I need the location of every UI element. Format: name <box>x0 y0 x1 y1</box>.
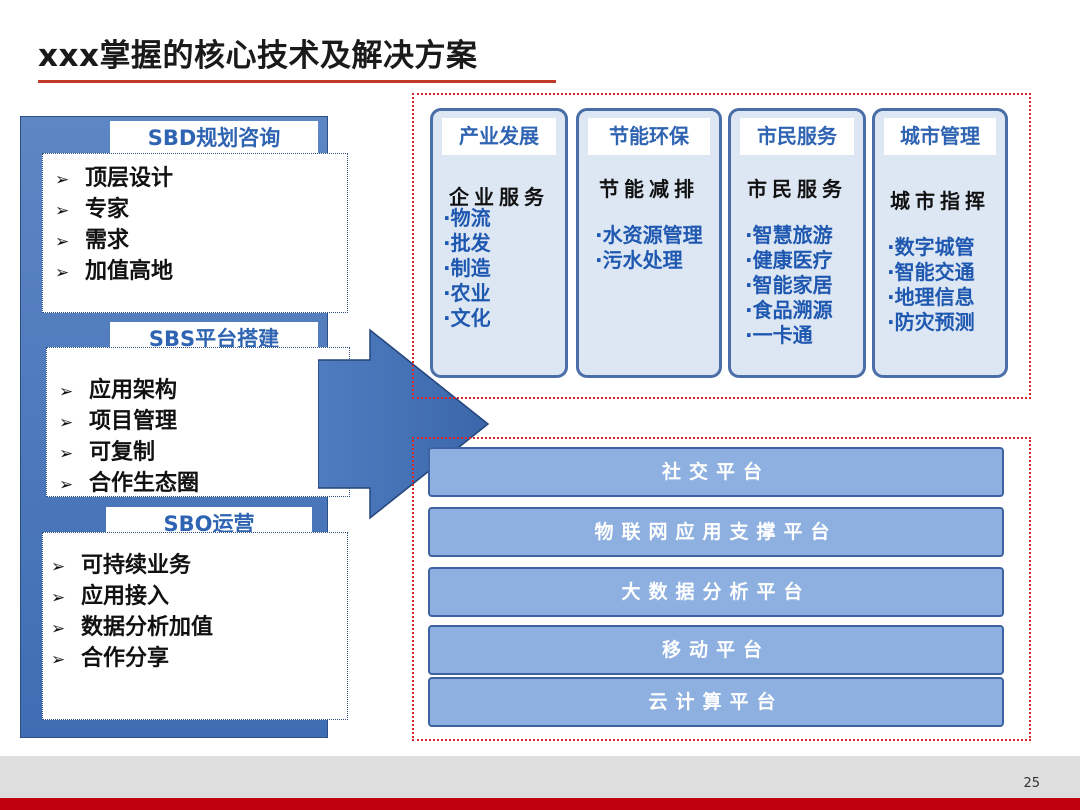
card-subtitle: 市民服务 <box>747 177 847 201</box>
card-item-list: ·智慧旅游 ·健康医疗 ·智能家居 ·食品溯源 ·一卡通 <box>731 223 863 348</box>
list-item: ➢加值高地 <box>55 257 347 288</box>
card-heading: 城市管理 <box>884 118 996 155</box>
footer-band <box>0 756 1080 798</box>
card-subtitle: 企业服务 <box>449 185 549 209</box>
arrow-bullet-icon: ➢ <box>51 619 66 639</box>
list-item: ·数字城管 <box>887 235 975 259</box>
arrow-bullet-icon: ➢ <box>59 382 74 402</box>
section-box-sbo: ➢可持续业务 ➢应用接入 ➢数据分析加值 ➢合作分享 <box>42 532 348 720</box>
list-item: ·一卡通 <box>745 323 813 347</box>
list-item: ➢合作分享 <box>51 644 347 675</box>
list-item: ➢应用架构 <box>59 376 349 407</box>
platform-bar-social: 社交平台 <box>428 447 1004 497</box>
list-item: ·智慧旅游 <box>745 223 833 247</box>
card-subtitle: 节能减排 <box>599 177 699 201</box>
list-item: ·地理信息 <box>887 285 975 309</box>
arrow-bullet-icon: ➢ <box>55 263 70 283</box>
arrow-bullet-icon: ➢ <box>55 201 70 221</box>
title-underline <box>38 80 556 83</box>
arrow-bullet-icon: ➢ <box>55 232 70 252</box>
footer-accent-bar <box>0 798 1080 810</box>
platform-bar-bigdata: 大数据分析平台 <box>428 567 1004 617</box>
arrow-bullet-icon: ➢ <box>51 557 66 577</box>
list-item: ·防灾预测 <box>887 310 975 334</box>
application-area-frame <box>412 93 1031 399</box>
list-item: ·智能家居 <box>745 273 833 297</box>
arrow-bullet-icon: ➢ <box>59 413 74 433</box>
section-heading-sbd: SBD规划咨询 <box>110 121 318 155</box>
card-industry: 产业发展 企业服务 ·物流 ·批发 ·制造 ·农业 ·文化 <box>430 108 568 378</box>
card-item-list: ·物流 ·批发 ·制造 ·农业 ·文化 <box>433 206 565 331</box>
platform-bar-mobile: 移动平台 <box>428 625 1004 675</box>
list-item: ➢顶层设计 <box>55 164 347 195</box>
card-item-list: ·数字城管 ·智能交通 ·地理信息 ·防灾预测 <box>875 235 1005 335</box>
arrow-bullet-icon: ➢ <box>51 588 66 608</box>
platform-bar-iot: 物联网应用支撑平台 <box>428 507 1004 557</box>
page-title: xxx掌握的核心技术及解决方案 <box>38 38 478 74</box>
list-item: ·水资源管理 <box>595 223 703 247</box>
list-item: ➢需求 <box>55 226 347 257</box>
card-heading: 产业发展 <box>442 118 556 155</box>
card-heading: 节能环保 <box>588 118 710 155</box>
list-item: ·文化 <box>443 306 491 330</box>
list-item: ·农业 <box>443 281 491 305</box>
list-item: ➢数据分析加值 <box>51 613 347 644</box>
arrow-bullet-icon: ➢ <box>55 170 70 190</box>
list-item: ➢合作生态圈 <box>59 469 349 500</box>
platform-bar-cloud: 云计算平台 <box>428 677 1004 727</box>
card-item-list: ·水资源管理 ·污水处理 <box>579 223 719 273</box>
arrow-bullet-icon: ➢ <box>51 650 66 670</box>
card-citizen: 市民服务 市民服务 ·智慧旅游 ·健康医疗 ·智能家居 ·食品溯源 ·一卡通 <box>728 108 866 378</box>
section-box-sbs: ➢应用架构 ➢项目管理 ➢可复制 ➢合作生态圈 <box>46 347 350 497</box>
section-box-sbd: ➢顶层设计 ➢专家 ➢需求 ➢加值高地 <box>42 153 348 313</box>
arrow-bullet-icon: ➢ <box>59 444 74 464</box>
page-number: 25 <box>1023 776 1040 791</box>
list-item: ·批发 <box>443 231 491 255</box>
list-item: ·食品溯源 <box>745 298 833 322</box>
list-item: ·污水处理 <box>595 248 683 272</box>
card-subtitle: 城市指挥 <box>890 189 990 213</box>
list-item: ➢项目管理 <box>59 407 349 438</box>
list-item: ➢可复制 <box>59 438 349 469</box>
arrow-bullet-icon: ➢ <box>59 475 74 495</box>
platform-area-frame <box>412 437 1031 741</box>
list-item: ·健康医疗 <box>745 248 833 272</box>
list-item: ·智能交通 <box>887 260 975 284</box>
list-item: ➢应用接入 <box>51 582 347 613</box>
card-energy: 节能环保 节能减排 ·水资源管理 ·污水处理 <box>576 108 722 378</box>
list-item: ➢可持续业务 <box>51 551 347 582</box>
list-item: ·物流 <box>443 206 491 230</box>
list-item: ·制造 <box>443 256 491 280</box>
list-item: ➢专家 <box>55 195 347 226</box>
card-city-management: 城市管理 城市指挥 ·数字城管 ·智能交通 ·地理信息 ·防灾预测 <box>872 108 1008 378</box>
card-heading: 市民服务 <box>740 118 854 155</box>
